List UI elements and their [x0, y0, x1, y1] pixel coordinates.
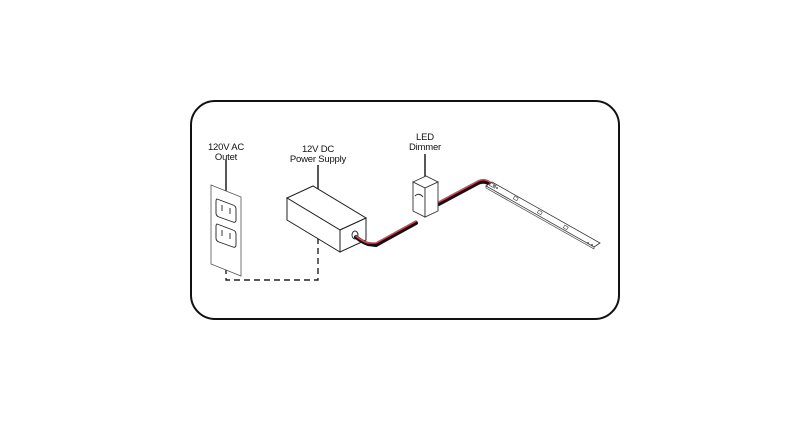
dc-wire-red-2	[434, 178, 495, 205]
outlet-icon	[210, 184, 242, 277]
dc-wire-red-1	[355, 220, 417, 244]
diagram-frame	[190, 100, 620, 320]
dimmer-label: LED Dimmer	[408, 132, 442, 153]
dimmer-icon	[411, 175, 440, 218]
power-supply-icon	[285, 185, 368, 253]
power-supply-label: 12V DC Power Supply	[289, 144, 347, 165]
led-strip-icon	[485, 181, 601, 250]
ac-cord-dashed	[225, 236, 319, 281]
outlet-label: 120V AC Outet	[207, 142, 245, 163]
dc-wire-black-2	[433, 179, 496, 208]
